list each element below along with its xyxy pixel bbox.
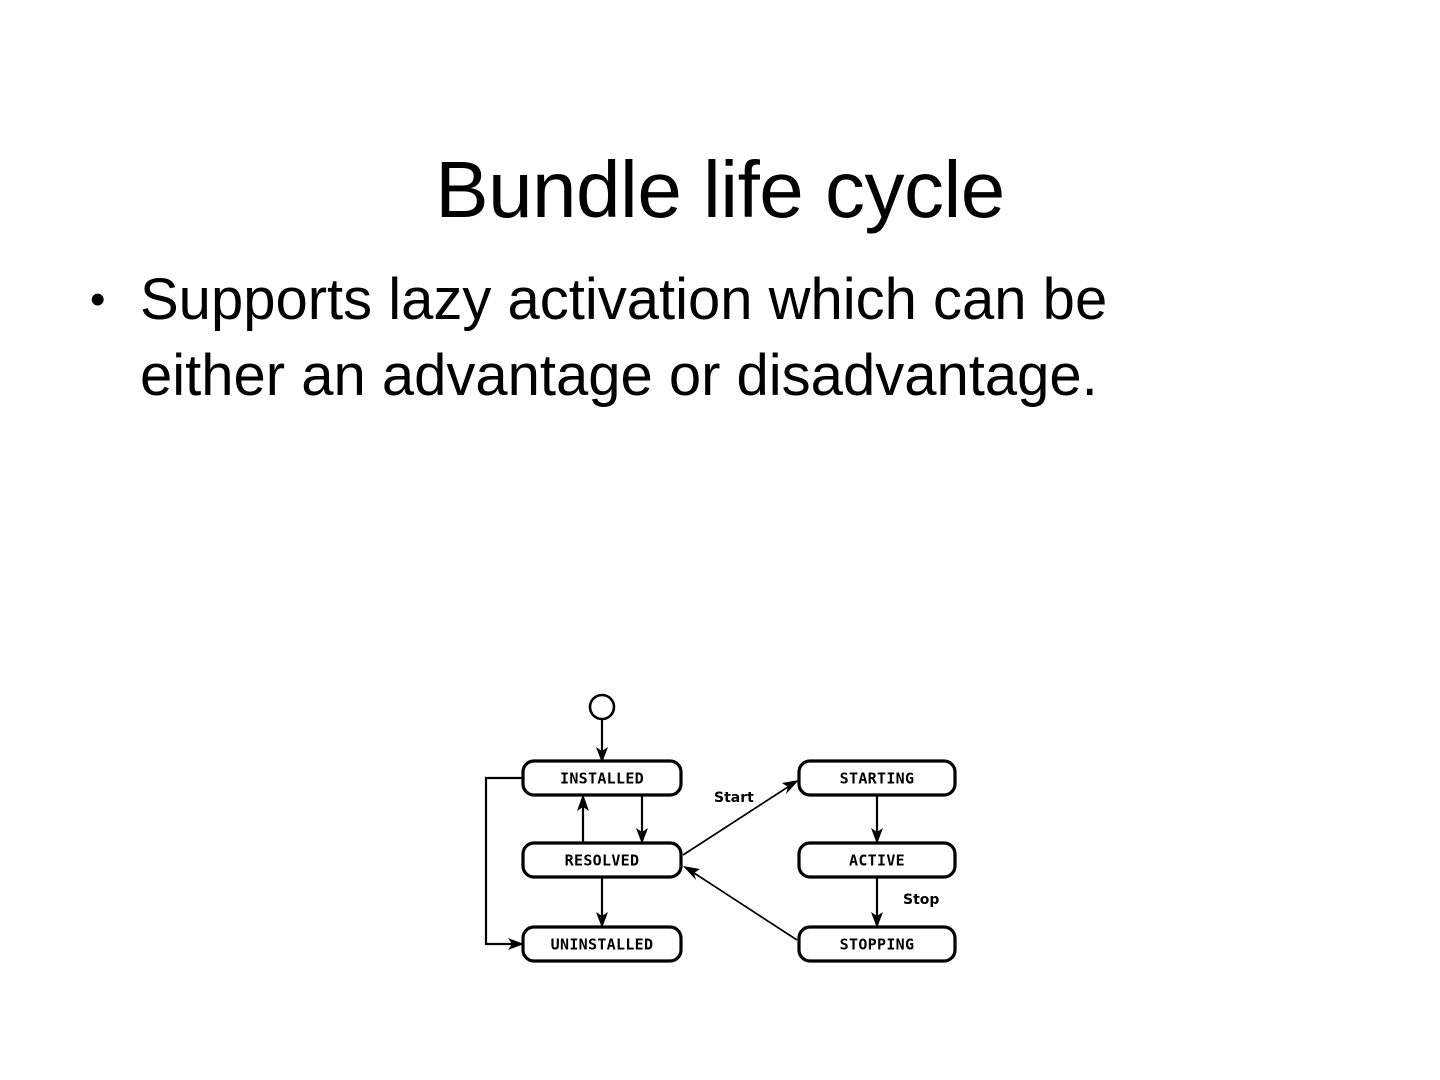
bundle-lifecycle-diagram: Start Stop INSTALLED RESOLVED UNINSTALLE… [455, 685, 985, 985]
bullet-list: • Supports lazy activation which can be … [84, 262, 1244, 414]
edge-label-start: Start [714, 790, 754, 806]
state-node-active[interactable]: ACTIVE [797, 841, 957, 879]
arrow-head-icon [782, 780, 799, 794]
list-item: • Supports lazy activation which can be … [84, 262, 1244, 414]
state-node-resolved[interactable]: RESOLVED [521, 841, 683, 879]
state-node-stopping[interactable]: STOPPING [797, 925, 957, 963]
state-node-starting[interactable]: STARTING [797, 759, 957, 797]
page-title: Bundle life cycle [435, 144, 1005, 234]
arrow-head-icon [871, 912, 883, 928]
state-label-starting: STARTING [840, 770, 915, 788]
edge-resolved-to-starting [682, 784, 792, 856]
state-label-uninstalled: UNINSTALLED [551, 936, 654, 954]
edge-label-stop: Stop [903, 892, 939, 908]
arrow-head-icon [508, 938, 524, 950]
state-label-active: ACTIVE [849, 852, 905, 870]
arrow-head-icon [596, 912, 608, 928]
state-label-resolved: RESOLVED [565, 852, 640, 870]
bullet-marker-icon: • [90, 275, 106, 324]
state-node-installed[interactable]: INSTALLED [521, 759, 683, 797]
arrow-head-icon [871, 828, 883, 844]
arrow-head-icon [636, 828, 648, 844]
arrow-head-icon [577, 794, 589, 811]
edge-stopping-to-resolved [690, 870, 798, 941]
arrow-head-icon [683, 866, 700, 880]
initial-state-circle-icon [588, 693, 616, 721]
edge-installed-to-uninstalled [484, 776, 523, 946]
arrow-head-icon [596, 747, 608, 763]
state-label-stopping: STOPPING [840, 936, 915, 954]
bullet-text: Supports lazy activation which can be ei… [140, 267, 1108, 408]
state-node-uninstalled[interactable]: UNINSTALLED [521, 925, 683, 963]
state-label-installed: INSTALLED [560, 770, 644, 788]
